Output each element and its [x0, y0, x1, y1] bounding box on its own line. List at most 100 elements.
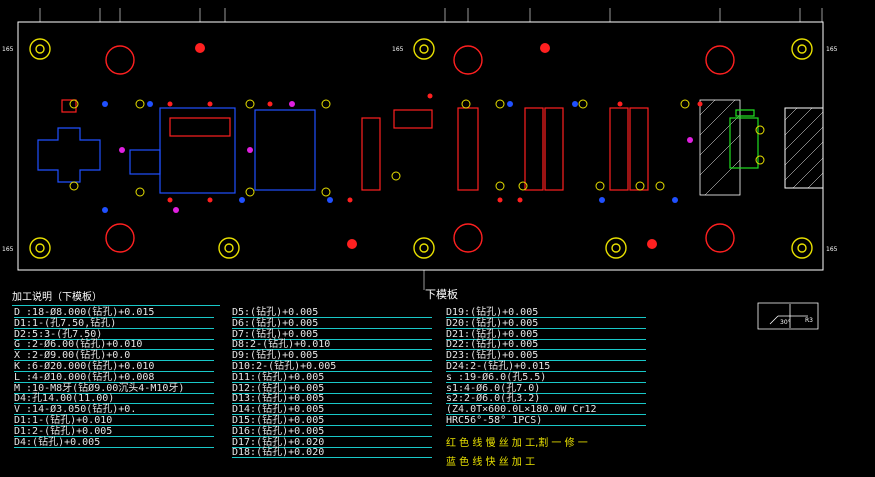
spec-row: D13:(钻孔)+0.005: [232, 393, 325, 405]
red-contours: [61, 99, 649, 191]
spec-row: X :2-Ø9.00(钻孔)+0.0: [14, 350, 131, 362]
spec-row: D24:2-(钻孔)+0.015: [446, 361, 551, 372]
spec-row: s2:2-Ø6.0(孔3.2): [446, 393, 541, 405]
row-divider: [232, 371, 432, 372]
small-red-holes: [195, 43, 657, 249]
spec-row: D11:(钻孔)+0.005: [232, 371, 325, 383]
row-divider: [446, 349, 646, 351]
spec-row: D15:(钻孔)+0.005: [232, 415, 325, 426]
svg-text:165: 165: [392, 46, 404, 53]
spec-row: D21:(钻孔)+0.005: [446, 328, 539, 340]
spec-row: V :14-Ø3.050(钻孔)+0.: [14, 404, 137, 416]
spec-row: D1:1-(钻孔)+0.010: [14, 415, 113, 426]
row-divider: [14, 414, 214, 416]
magenta-holes: [119, 101, 693, 213]
row-divider: [446, 403, 646, 405]
spec-row: D4:孔14.00(11.00): [14, 393, 115, 405]
spec-row: D1:1-(孔7.50,钻孔): [14, 317, 117, 329]
large-holes: [105, 45, 735, 253]
row-divider: [232, 425, 432, 426]
right-hatch-block: [699, 99, 824, 196]
row-divider: [14, 403, 214, 405]
row-divider: [446, 392, 646, 394]
row-divider: [232, 403, 432, 405]
row-divider: [232, 414, 432, 416]
spec-row: D22:(钻孔)+0.005: [446, 339, 539, 351]
svg-text:165: 165: [826, 246, 838, 253]
row-divider: [14, 381, 214, 383]
svg-text:30°: 30°: [780, 319, 791, 326]
row-divider: [14, 360, 214, 362]
spec-row: D12:(钻孔)+0.005: [232, 382, 325, 394]
row-divider: [14, 435, 214, 437]
legend-blue: 蓝 色 线 快 丝 加 工: [446, 457, 536, 468]
row-divider: [446, 381, 646, 383]
row-divider: [446, 371, 646, 372]
red-pin-holes: [167, 93, 703, 203]
spec-row: (Z4.0T×600.0L×180.0W Cr12: [446, 404, 597, 416]
row-divider: [14, 371, 214, 372]
row-divider: [446, 327, 646, 329]
row-divider: [14, 392, 214, 394]
spec-row: D16:(钻孔)+0.005: [232, 425, 325, 437]
row-divider: [232, 457, 432, 459]
corner-pins: [29, 38, 813, 259]
plate-outline: [17, 21, 824, 271]
blue-contours: [37, 107, 316, 194]
row-divider: [446, 338, 646, 340]
spec-header: 加工说明（下模板）: [12, 292, 102, 303]
row-divider: [14, 425, 214, 426]
green-contours: [729, 109, 759, 169]
row-divider: [232, 392, 432, 394]
spec-row: s1:4-Ø6.0(孔7.0): [446, 382, 541, 394]
row-divider: [232, 446, 432, 448]
legend-red: 红 色 线 慢 丝 加 工,割 一 修 一: [446, 438, 588, 449]
spec-row: D1:2-(钻孔)+0.005: [14, 425, 113, 437]
spec-row: s :19-Ø6.0(孔5.5): [446, 371, 547, 383]
row-divider: [232, 338, 432, 340]
row-divider: [232, 435, 432, 437]
row-divider: [232, 349, 432, 351]
spec-row: D4:(钻孔)+0.005: [14, 436, 101, 448]
spec-row: D18:(钻孔)+0.020: [232, 447, 325, 459]
spec-row: D17:(钻孔)+0.020: [232, 436, 325, 448]
spec-row: HRC56°-58° 1PCS): [446, 415, 543, 426]
spec-row: K :6-Ø20.000(钻孔)+0.010: [14, 361, 155, 372]
row-divider: [14, 317, 214, 318]
spec-row: D7:(钻孔)+0.005: [232, 328, 319, 340]
spec-row: D5:(钻孔)+0.005: [232, 307, 319, 318]
svg-text:165: 165: [826, 46, 838, 53]
divider: [12, 305, 220, 306]
row-divider: [232, 381, 432, 383]
spec-row: D :18-Ø8.000(钻孔)+0.015: [14, 307, 155, 318]
spec-row: D2:5:3-(孔7.50): [14, 328, 103, 340]
spec-row: D23:(钻孔)+0.005: [446, 350, 539, 362]
spec-row: D9:(钻孔)+0.005: [232, 350, 319, 362]
row-divider: [446, 360, 646, 362]
top-dim-ticks: [39, 8, 823, 22]
row-divider: [14, 349, 214, 351]
svg-text:165: 165: [2, 246, 14, 253]
row-divider: [446, 425, 646, 426]
spec-row: D14:(钻孔)+0.005: [232, 404, 325, 416]
section-detail: [757, 302, 819, 330]
row-divider: [14, 327, 214, 329]
spec-row: M :10-M8牙(钻Ø9.00沉头4-M10牙): [14, 382, 185, 394]
v-holes: [102, 101, 678, 213]
row-divider: [446, 317, 646, 318]
view-title: 下模板: [425, 289, 458, 301]
spec-row: L :4-Ø10.000(钻孔)+0.008: [14, 371, 155, 383]
spec-row: D8:2-(钻孔)+0.010: [232, 339, 331, 351]
spec-row: D6:(钻孔)+0.005: [232, 317, 319, 329]
row-divider: [14, 446, 214, 448]
row-divider: [14, 338, 214, 340]
row-divider: [232, 317, 432, 318]
corner-label: 165: [2, 46, 14, 53]
spec-row: D19:(钻孔)+0.005: [446, 307, 539, 318]
spec-row: D20:(钻孔)+0.005: [446, 317, 539, 329]
row-divider: [232, 360, 432, 362]
row-divider: [446, 414, 646, 416]
spec-row: G :2-Ø6.00(钻孔)+0.010: [14, 339, 143, 351]
